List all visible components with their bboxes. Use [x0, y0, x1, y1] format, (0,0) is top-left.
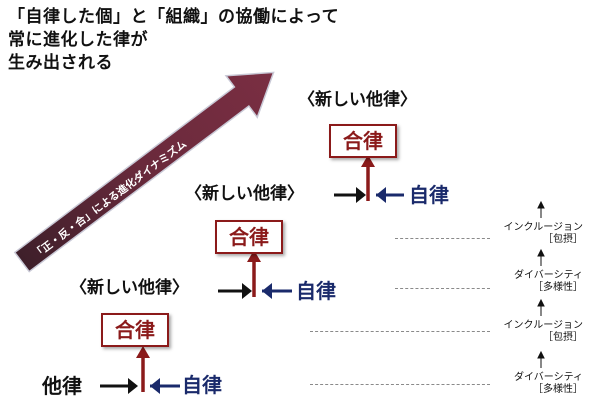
gouritsu-box-level3: 合律 [329, 124, 397, 158]
side-stage-3: ダイバーシティ ［多様性］ [493, 270, 583, 294]
new-tarit-text: 〈新しい他律〉 [70, 278, 189, 298]
side-stage-4-line2: ［包摂］ [543, 234, 583, 245]
guide-line-2 [310, 331, 490, 332]
side-stage-2-line2: ［包摂］ [543, 332, 583, 343]
jiritsu-label-level3: 自律 [409, 183, 449, 207]
new-tarit-label-level2: 〈新しい他律〉 [70, 280, 189, 297]
gouritsu-box-level2: 合律 [215, 220, 283, 254]
new-tarit-text: 〈新しい他律〉 [185, 184, 304, 204]
new-tarit-label-level4: 〈新しい他律〉 [298, 92, 417, 109]
side-stage-4-line1: インクルージョン [503, 222, 584, 233]
guide-line-3 [395, 288, 490, 289]
side-stage-1-line1: ダイバーシティ [514, 372, 583, 383]
new-tarit-text: 〈新しい他律〉 [298, 90, 417, 110]
side-stage-3-line2: ［多様性］ [533, 282, 583, 293]
gouritsu-box-level1: 合律 [101, 313, 169, 347]
side-stage-4: インクルージョン ［包摂］ [493, 222, 584, 246]
side-stage-1: ダイバーシティ ［多様性］ [493, 372, 583, 396]
tarit-label-base: 他律 [42, 374, 82, 398]
side-stage-1-line2: ［多様性］ [533, 384, 583, 395]
diagram-title: 「自律した個」と「組織」の協働によって 常に進化した律が 生み出される [8, 7, 340, 73]
side-stage-3-line1: ダイバーシティ [514, 270, 583, 281]
guide-line-1 [310, 384, 490, 385]
guide-line-4 [395, 238, 490, 239]
jiritsu-label-level2: 自律 [296, 279, 336, 303]
side-stage-2: インクルージョン ［包摂］ [493, 320, 584, 344]
jiritsu-label-level1: 自律 [182, 373, 222, 397]
side-stage-2-line1: インクルージョン [503, 320, 584, 331]
new-tarit-label-level3: 〈新しい他律〉 [185, 186, 304, 203]
